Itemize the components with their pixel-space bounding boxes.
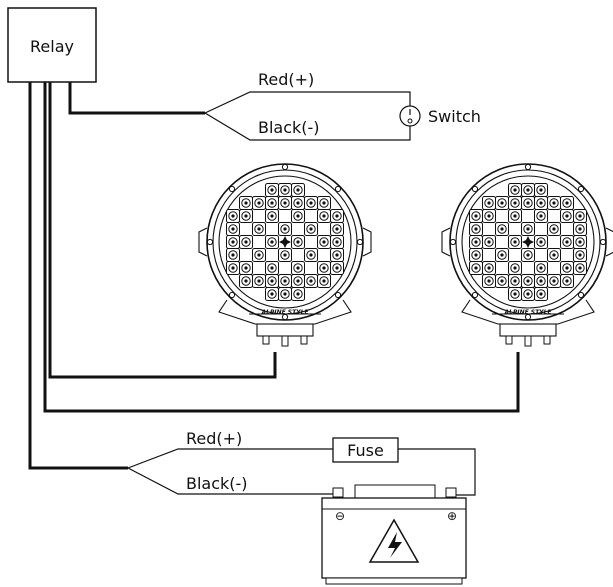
switch-label: Switch bbox=[428, 107, 481, 126]
relay: Relay bbox=[7, 7, 97, 83]
high-voltage-icon bbox=[368, 518, 420, 563]
relay-label: Relay bbox=[30, 37, 74, 56]
lamp-1: ALPINE STYLE bbox=[199, 164, 371, 346]
relay-wires bbox=[28, 82, 520, 470]
lamp-1-badge: ALPINE STYLE bbox=[261, 309, 310, 316]
switch-red-label: Red(+) bbox=[258, 70, 314, 89]
lamp-2-badge: ALPINE STYLE bbox=[504, 309, 553, 316]
battery: ⊖ ⊕ bbox=[321, 484, 467, 585]
battery-plus-label: ⊕ bbox=[447, 509, 457, 523]
switch-black-label: Black(-) bbox=[258, 118, 320, 137]
switch: Switch bbox=[399, 105, 481, 127]
fuse: Fuse bbox=[332, 437, 399, 463]
lamp-2: ALPINE STYLE bbox=[442, 164, 613, 346]
fuse-label: Fuse bbox=[347, 441, 384, 460]
battery-minus-label: ⊖ bbox=[335, 509, 345, 523]
battery-black-label: Black(-) bbox=[186, 474, 248, 493]
battery-red-label: Red(+) bbox=[186, 429, 242, 448]
switch-wiring: Red(+) Black(-) bbox=[204, 70, 411, 141]
switch-icon bbox=[399, 105, 421, 127]
